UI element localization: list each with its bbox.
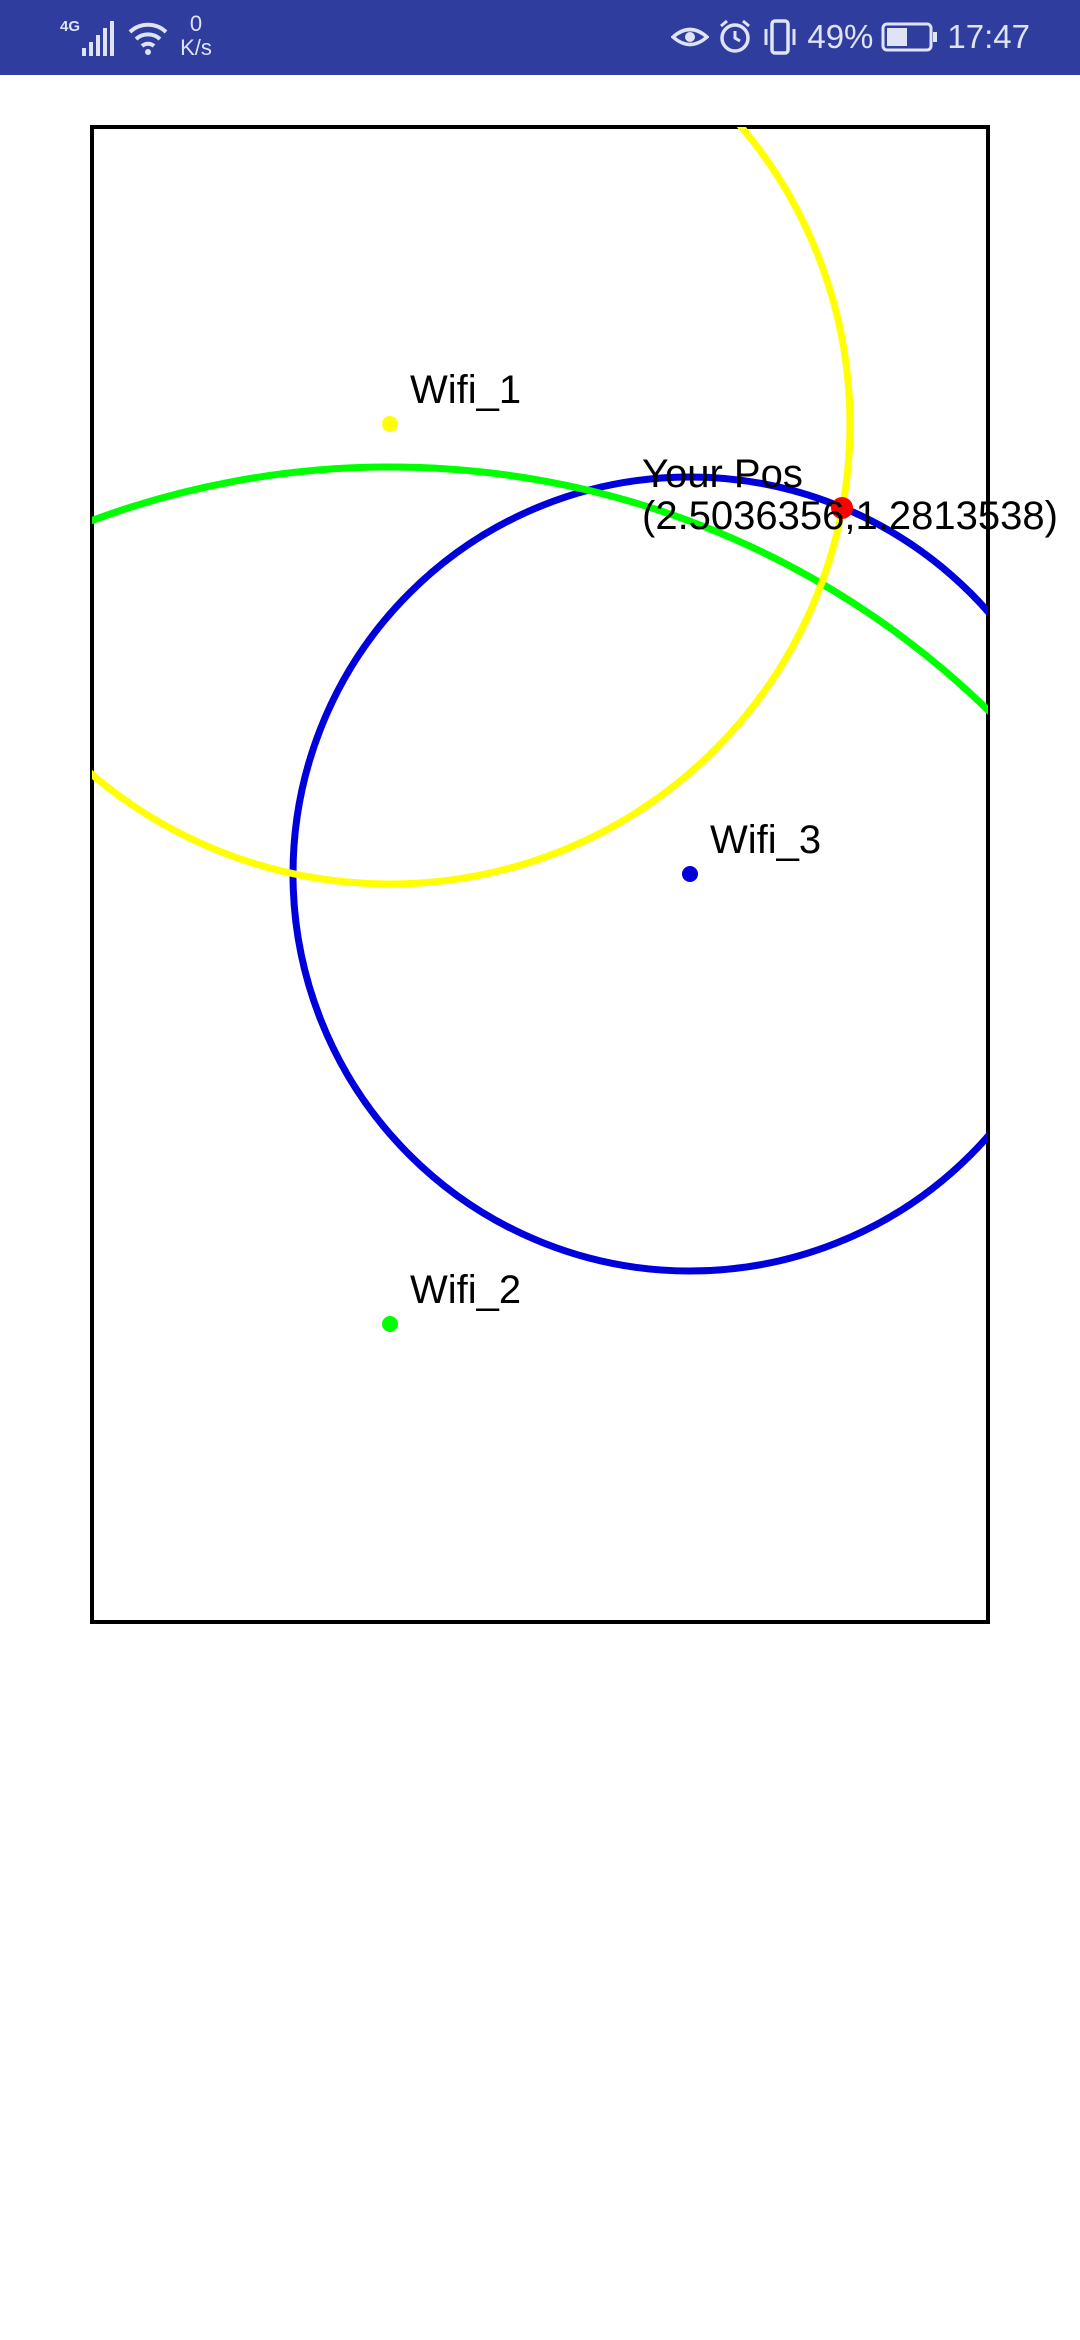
position-title: Your Pos [642,452,803,496]
clock: 17:47 [947,18,1030,55]
network-type: 4G [60,18,81,35]
wifi-3-label: Wifi_3 [710,818,821,862]
position-marker [831,497,853,519]
wifi-1-range-circle [92,127,854,888]
wifi-icon [128,22,168,55]
map-canvas: Wifi_1 Wifi_2 Wifi_3 Your Pos (2.5036356… [90,125,1058,1624]
wifi-1-label: Wifi_1 [410,368,521,412]
status-bar-left: 4G [60,14,170,62]
eye-icon [671,27,710,47]
status-bar-right: 49% 17:47 [671,12,1030,62]
battery-icon [881,22,938,52]
network-speed: 0 K/s [176,12,216,60]
battery-percent: 49% [807,18,874,55]
speed-unit: K/s [180,35,212,60]
signal-ranges [92,127,988,1275]
map-area: Wifi_1 Wifi_2 Wifi_3 Your Pos (2.5036356… [0,75,1080,1670]
status-bar: 4G 0 K/s 49% [0,0,1080,75]
speed-value: 0 [189,11,203,36]
map-frame [90,125,990,1624]
position-coords: (2.5036356,1.2813538) [642,494,1058,538]
wifi-1-marker [382,416,398,432]
wifi-2-label: Wifi_2 [410,1268,521,1312]
signal-icon [82,21,115,56]
alarm-icon [720,19,751,53]
wifi-3-marker [682,866,698,882]
wifi-2-range-circle [92,463,988,716]
wifi-2-marker [382,1316,398,1332]
vibrate-icon [764,19,796,55]
